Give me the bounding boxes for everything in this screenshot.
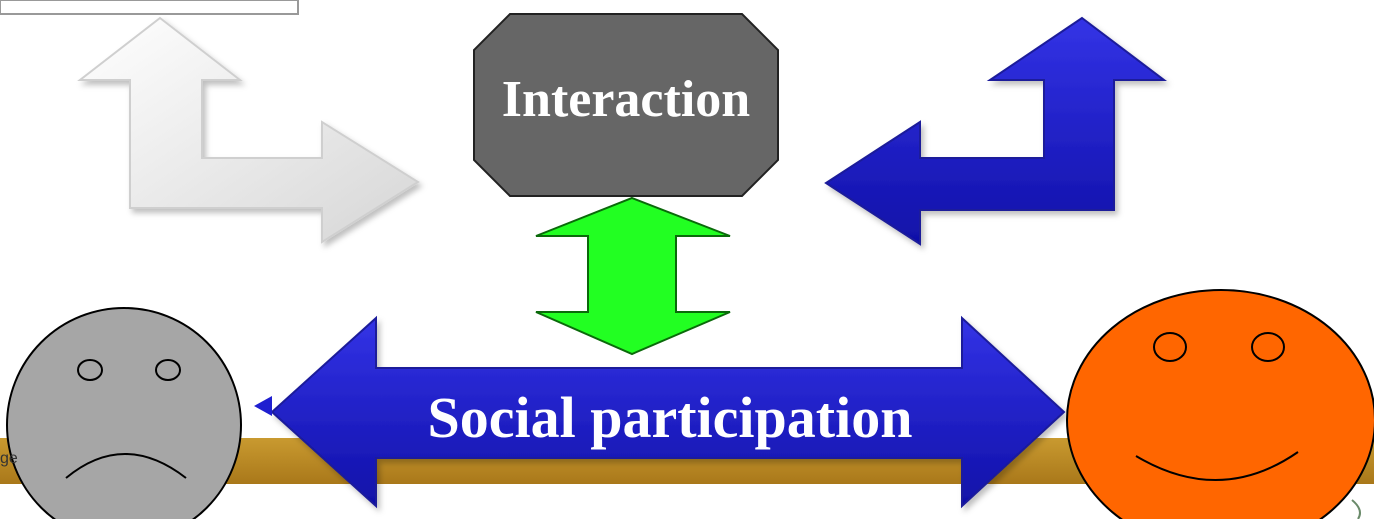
left-tip xyxy=(254,396,272,416)
blue-bent-arrow xyxy=(824,16,1167,246)
top-left-box-fragment xyxy=(0,0,299,15)
social-double-arrow xyxy=(270,315,1066,509)
white-bent-arrow xyxy=(77,16,420,244)
green-double-arrow xyxy=(535,196,731,356)
footer-partial-text: ge xyxy=(0,450,18,467)
happy-face-icon xyxy=(1066,289,1374,524)
interaction-octagon xyxy=(473,13,779,197)
decorative-curve xyxy=(1351,499,1361,520)
social-participation-label: Social participation xyxy=(427,385,913,450)
interaction-label: Interaction xyxy=(501,71,751,128)
sad-face-icon xyxy=(6,307,242,524)
